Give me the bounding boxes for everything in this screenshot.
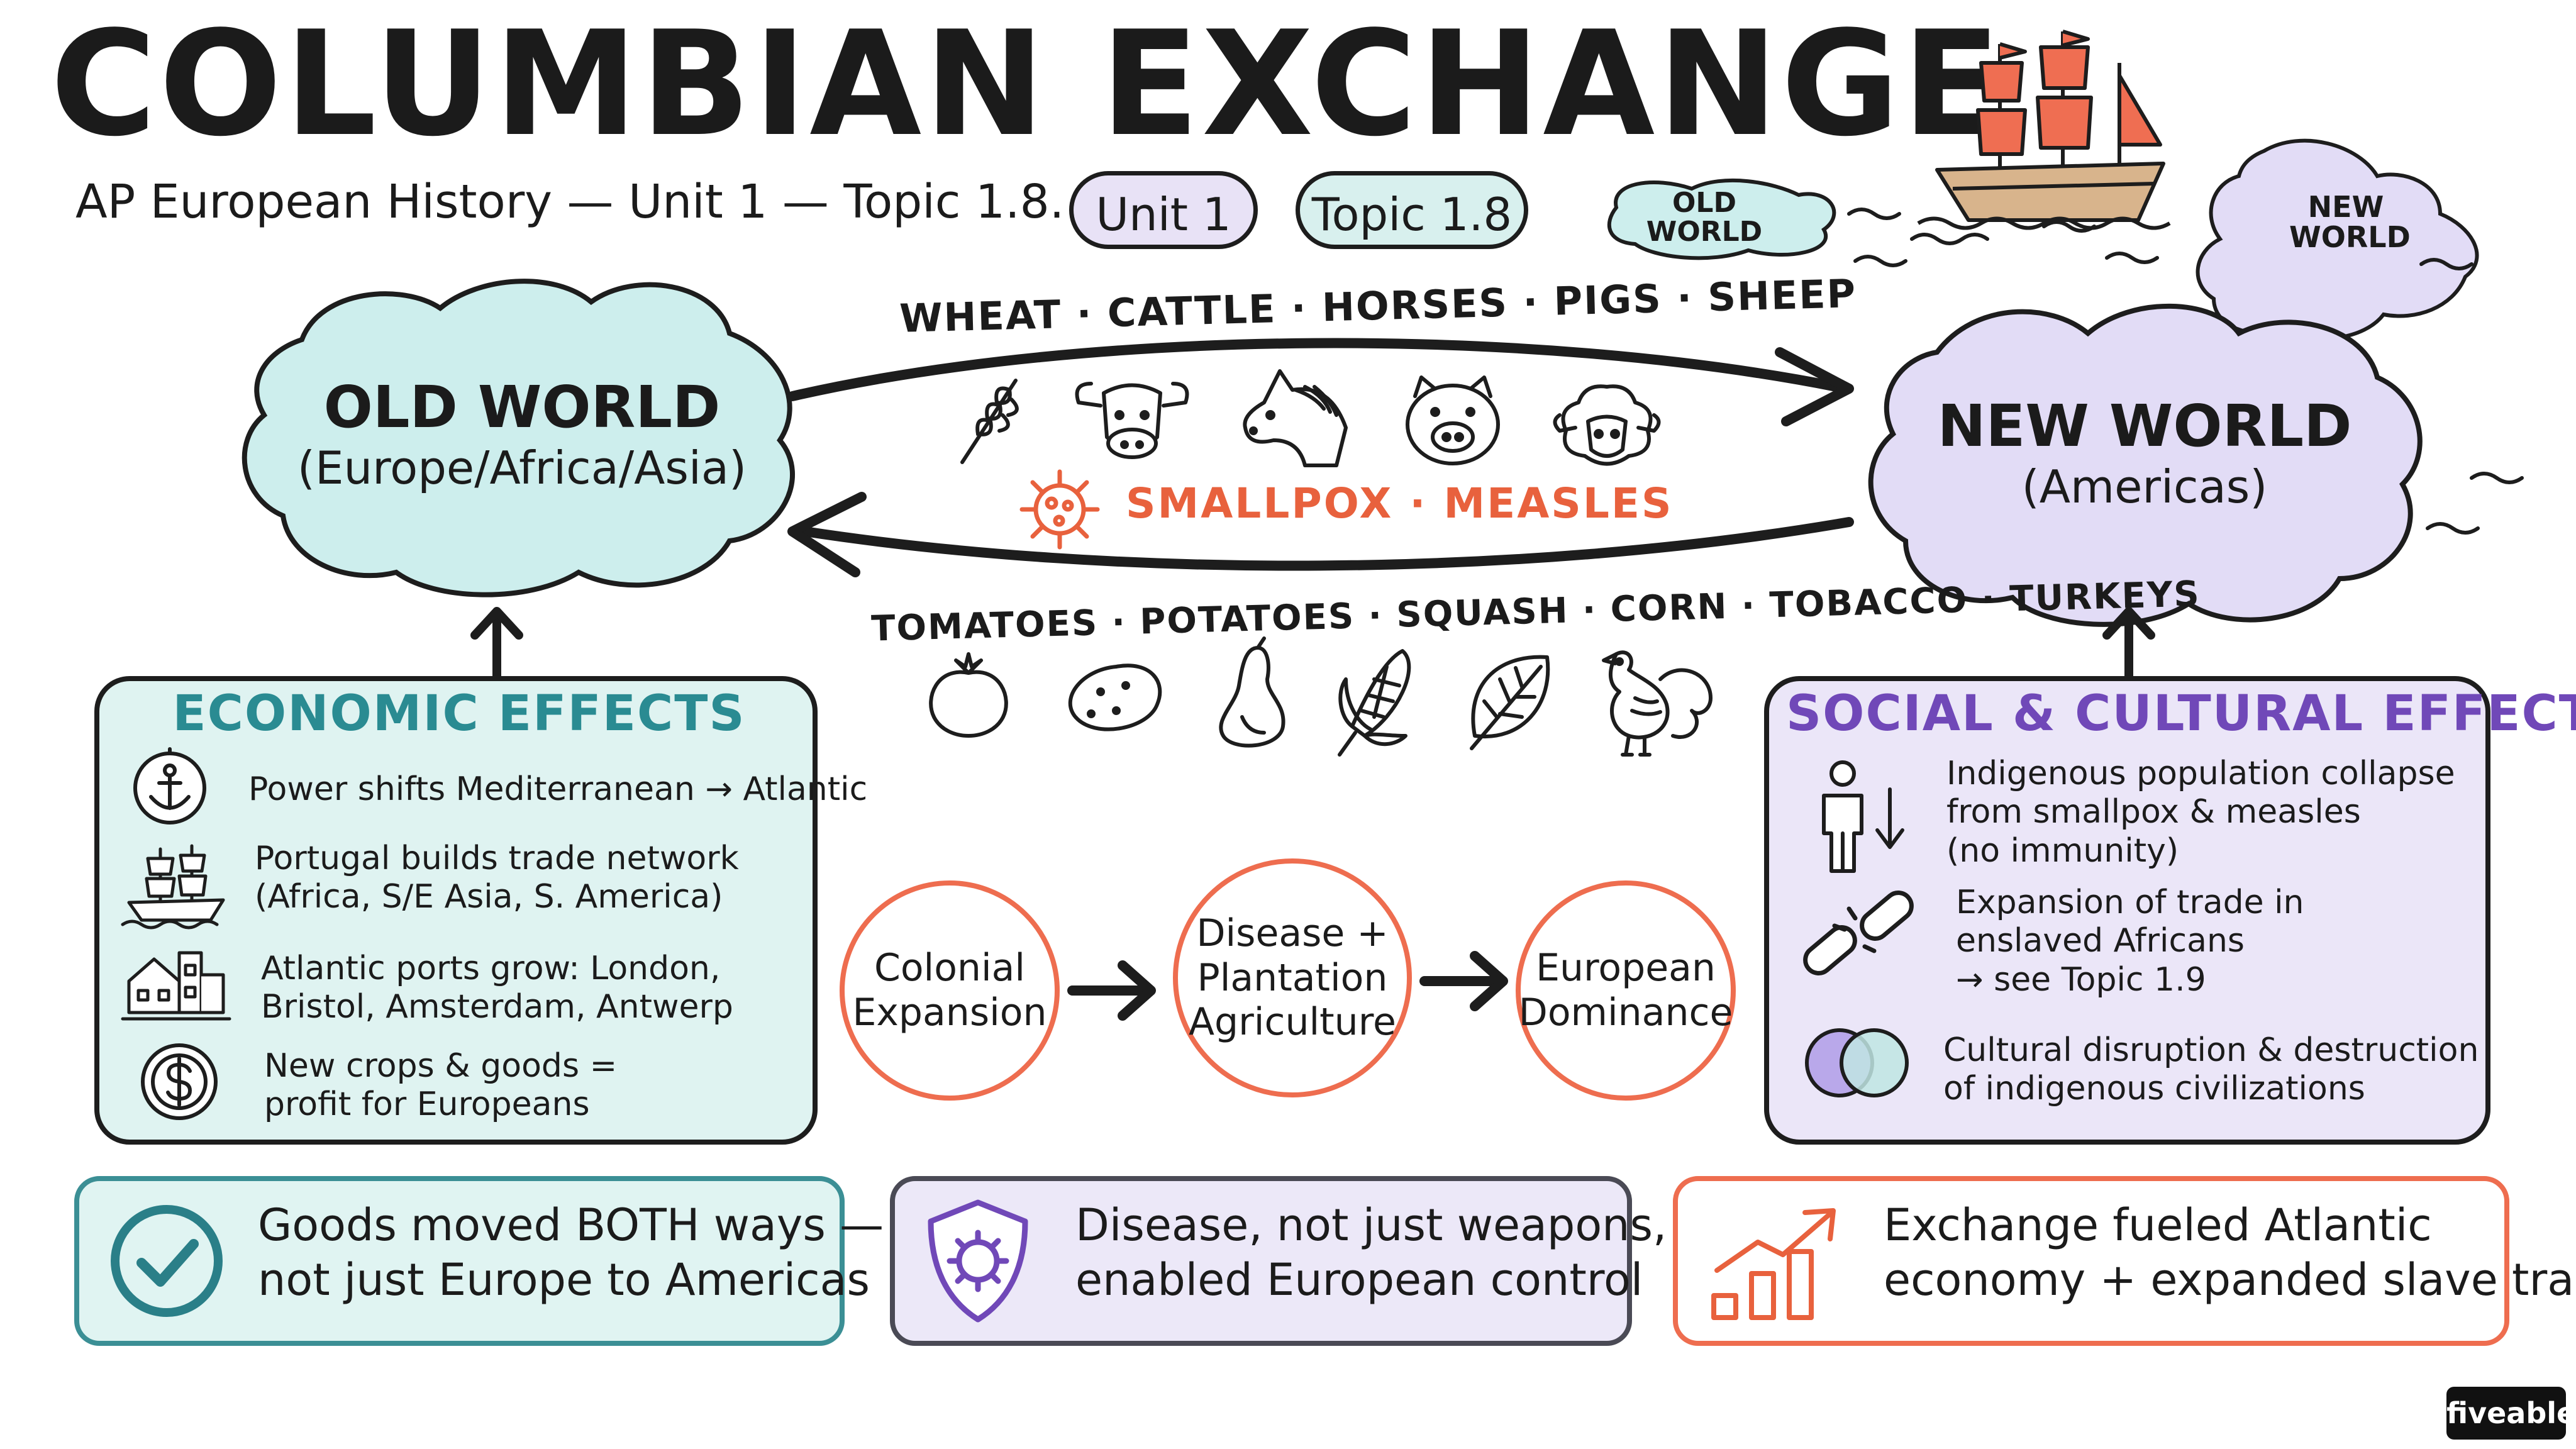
- social-item-1: Indigenous population collapse from smal…: [1946, 755, 2455, 870]
- takeaway-1-text: Goods moved BOTH ways — not just Europe …: [258, 1198, 884, 1307]
- sea-waves-icon: [2419, 258, 2524, 535]
- corn-icon: [1338, 649, 1411, 757]
- takeaway-2-line-1: Disease, not just weapons,: [1075, 1199, 1667, 1251]
- takeaway-3-text: Exchange fueled Atlantic economy + expan…: [1884, 1198, 2576, 1307]
- turkey-icon: [1602, 650, 1713, 757]
- takeaway-3-line-2: economy + expanded slave trade: [1884, 1253, 2576, 1306]
- pig-icon: [1406, 375, 1500, 465]
- social-item-2: Expansion of trade in enslaved Africans …: [1956, 884, 2304, 999]
- takeaway-goods-both-ways: [74, 1176, 845, 1346]
- econ-item-3: Atlantic ports grow: London, Bristol, Am…: [261, 950, 733, 1027]
- new-world-landmass: [1868, 303, 2423, 627]
- virus-icon: [1019, 469, 1100, 550]
- page-title: COLUMBIAN EXCHANGE: [50, 1, 2004, 169]
- population-decline-icon: [1822, 760, 1904, 873]
- mini-map-new-world-label: NEW WORLD: [2289, 190, 2411, 255]
- wheat-icon: [960, 379, 1019, 464]
- virus-shield-icon: [928, 1199, 1028, 1323]
- squash-icon: [1219, 636, 1285, 748]
- social-item-1-line-1: Indigenous population collapse: [1946, 755, 2455, 792]
- social-item-2-line-1: Expansion of trade in: [1956, 884, 2304, 921]
- page-subtitle: AP European History — Unit 1 — Topic 1.8…: [75, 175, 1065, 229]
- old-world-landmass: [242, 279, 795, 597]
- overlapping-circles-icon: [1805, 1028, 1909, 1097]
- topic-badge: Topic 1.8: [1296, 171, 1528, 249]
- port-buildings-icon: [121, 951, 231, 1021]
- econ-item-1-line-1: Power shifts Mediterranean → Atlantic: [248, 770, 868, 808]
- new-world-title: NEW WORLD: [1937, 392, 2352, 460]
- mini-map-old-world-landmass: [1607, 178, 1836, 260]
- unit-badge: Unit 1: [1069, 171, 1258, 249]
- horse-icon: [1243, 369, 1348, 467]
- econ-item-3-line-1: Atlantic ports grow: London,: [261, 950, 721, 987]
- social-item-3-line-2: of indigenous civilizations: [1943, 1070, 2365, 1108]
- social-cultural-effects-heading: SOCIAL & CULTURAL EFFECTS: [1786, 686, 2576, 742]
- takeaway-1-line-1: Goods moved BOTH ways —: [258, 1199, 884, 1251]
- old-world-label: OLD WORLD (Europe/Africa/Asia): [264, 374, 780, 495]
- anchor-compass-icon: [133, 747, 206, 824]
- broken-chain-icon: [1803, 891, 1914, 975]
- social-item-3: Cultural disruption & destruction of ind…: [1943, 1031, 2479, 1109]
- disease-label: SMALLPOX · MEASLES: [1126, 479, 1674, 528]
- new-world-label: NEW WORLD (Americas): [1887, 393, 2402, 514]
- arrow-up-social-to-new-world: [2102, 607, 2155, 680]
- flow-step-colonial-expansion: Colonial Expansion: [840, 880, 1060, 1101]
- takeaway-2-line-2: enabled European control: [1075, 1253, 1643, 1306]
- old-world-regions: (Europe/Africa/Asia): [297, 441, 747, 494]
- econ-item-4: New crops & goods = profit for Europeans: [264, 1047, 617, 1124]
- arrow-up-econ-to-old-world: [470, 607, 523, 680]
- social-item-1-line-3: (no immunity): [1946, 831, 2179, 870]
- mini-map-new-world-landmass: [2196, 138, 2479, 341]
- social-item-2-line-2: enslaved Africans: [1956, 922, 2245, 960]
- tobacco-leaf-icon: [1470, 655, 1550, 750]
- econ-item-2: Portugal builds trade network (Africa, S…: [255, 840, 739, 917]
- fiveable-logo: fiveable: [2446, 1387, 2576, 1440]
- econ-item-3-line-2: Bristol, Amsterdam, Antwerp: [261, 988, 733, 1026]
- new-world-regions: (Americas): [2021, 460, 2268, 513]
- arrow-new-to-old-world: [787, 492, 1854, 577]
- sailing-ship-icon: [121, 844, 225, 930]
- flow-step-disease-plantation: Disease + Plantation Agriculture: [1173, 858, 1412, 1097]
- takeaway-1-line-2: not just Europe to Americas: [258, 1253, 870, 1306]
- checkmark-icon: [111, 1205, 223, 1317]
- takeaway-2-text: Disease, not just weapons, enabled Europ…: [1075, 1198, 1667, 1307]
- dollar-coin-icon: [141, 1043, 218, 1120]
- sailing-ship-illustration-icon: [1917, 30, 2171, 230]
- flow-step-european-dominance: European Dominance: [1516, 880, 1736, 1101]
- flow-arrow-1: [1067, 960, 1156, 1021]
- cattle-icon: [1075, 382, 1189, 459]
- mini-map-old-world-label: OLD WORLD: [1646, 187, 1763, 248]
- econ-item-4-line-2: profit for Europeans: [264, 1085, 590, 1124]
- old-world-title: OLD WORLD: [323, 374, 721, 441]
- econ-item-1: Power shifts Mediterranean → Atlantic: [248, 770, 867, 809]
- social-item-3-line-1: Cultural disruption & destruction: [1943, 1031, 2479, 1069]
- arrow-old-to-new-world: [787, 338, 1854, 426]
- social-item-1-line-2: from smallpox & measles: [1946, 793, 2361, 831]
- potato-icon: [1068, 663, 1162, 731]
- econ-item-2-line-1: Portugal builds trade network: [255, 840, 739, 877]
- econ-item-2-line-2: (Africa, S/E Asia, S. America): [255, 878, 723, 916]
- growth-chart-icon: [1711, 1208, 1836, 1320]
- flow-arrow-2: [1419, 951, 1508, 1011]
- tomato-icon: [929, 652, 1008, 738]
- takeaway-3-line-1: Exchange fueled Atlantic: [1884, 1199, 2432, 1251]
- sheep-icon: [1553, 384, 1661, 466]
- ocean-waves-icon: [1847, 208, 2159, 267]
- social-item-2-line-3: → see Topic 1.9: [1956, 960, 2206, 999]
- econ-item-4-line-1: New crops & goods =: [264, 1047, 618, 1085]
- economic-effects-heading: ECONOMIC EFFECTS: [172, 686, 746, 742]
